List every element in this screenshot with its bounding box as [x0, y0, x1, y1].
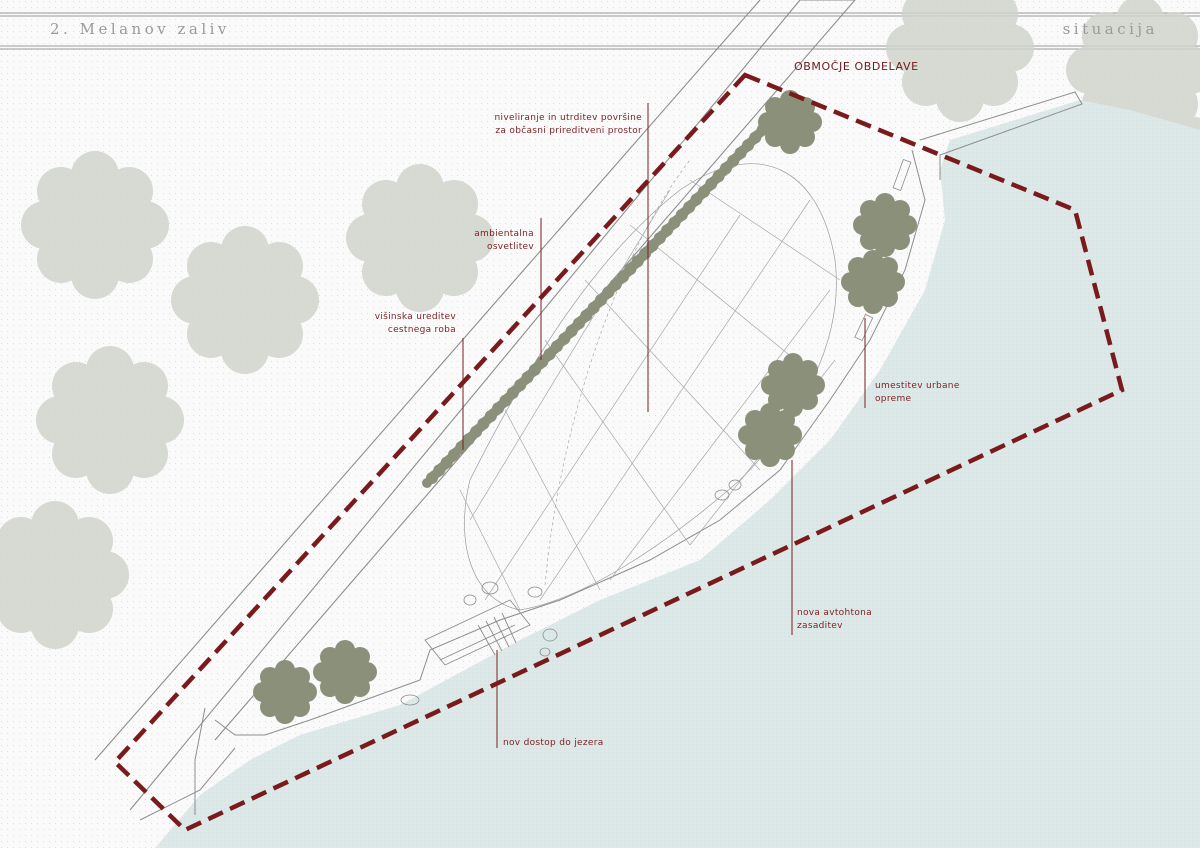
page-title: 2. Melanov zaliv	[50, 20, 230, 38]
annotation-furniture: umestitev urbane opreme	[875, 381, 960, 404]
benches	[854, 159, 912, 342]
boulders	[400, 479, 742, 706]
annotation-road-edge: višinska ureditev cestnega roba	[374, 312, 456, 335]
lake-access-stairs	[424, 599, 531, 666]
annotation-lighting: ambientalna osvetlitev	[474, 229, 534, 252]
annotation-planting: nova avtohtona zasaditev	[797, 608, 872, 631]
lake-water	[155, 100, 1200, 848]
intervention-boundary	[111, 72, 1125, 833]
sheet-name: situacija	[1062, 20, 1158, 38]
annotation-leaders	[462, 103, 866, 748]
annotation-lake-access: nov dostop do jezera	[503, 738, 604, 748]
annotation-leveling: niveliranje in utrditev površine za obča…	[494, 113, 642, 136]
area-label: OBMOČJE OBDELAVE	[794, 60, 919, 73]
